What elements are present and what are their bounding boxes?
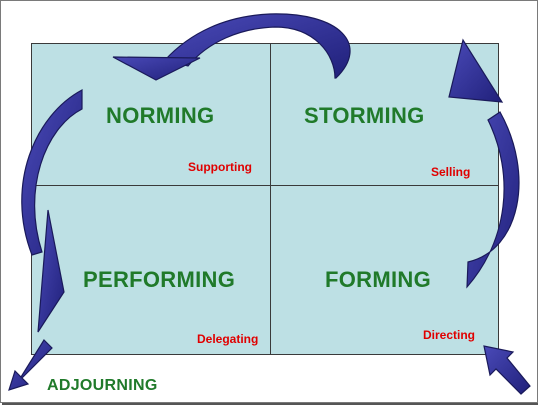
- arrow-forming-to-storming: [448, 38, 520, 289]
- style-delegating: Delegating: [197, 332, 259, 346]
- stage-performing: PERFORMING: [83, 267, 236, 292]
- arrow-into-forming: [483, 345, 531, 395]
- stage-grid: [31, 43, 499, 355]
- grid-horizontal-divider: [31, 185, 499, 186]
- arrow-storming-to-norming: [112, 13, 351, 81]
- style-directing: Directing: [423, 328, 476, 342]
- stage-adjourning: ADJOURNING: [47, 377, 158, 394]
- style-selling: Selling: [431, 165, 471, 179]
- stage-norming: NORMING: [106, 103, 215, 128]
- grid-vertical-divider: [270, 43, 271, 355]
- stage-forming: FORMING: [325, 267, 431, 292]
- arrow-norming-to-performing: [21, 89, 83, 333]
- style-supporting: Supporting: [188, 160, 252, 174]
- stage-storming: STORMING: [304, 103, 425, 128]
- arrow-to-adjourning: [8, 339, 53, 391]
